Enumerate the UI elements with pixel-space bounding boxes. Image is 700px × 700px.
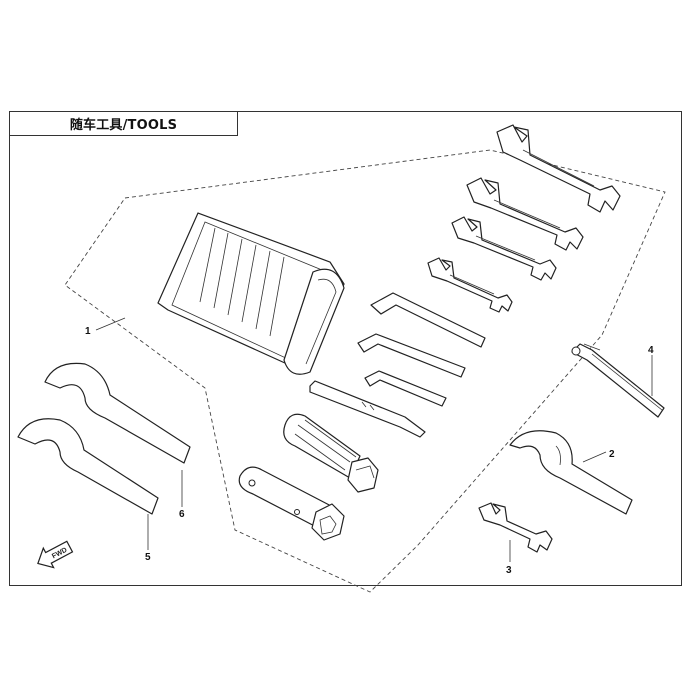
leader-line-1	[95, 317, 126, 331]
open-end-wrench-large	[496, 124, 621, 213]
page-title: 随车工具/TOOLS	[69, 118, 178, 133]
tube-socket-wrench	[238, 466, 345, 541]
hex-key-medium	[357, 333, 466, 378]
small-spanner-loose	[478, 502, 553, 553]
hex-key-small	[364, 370, 447, 407]
callout-1: 1	[85, 326, 91, 337]
callout-5: 5	[145, 552, 151, 563]
forward-arrow-icon: FWD	[37, 540, 74, 569]
diagram-frame	[9, 111, 682, 586]
screwdriver-handle	[283, 413, 379, 493]
open-end-wrench-medium	[466, 177, 584, 251]
title-box: 随车工具/TOOLS	[9, 111, 238, 136]
open-end-wrench-smallest	[427, 257, 513, 313]
kit-group-outline	[64, 149, 666, 593]
open-end-wrench-small	[451, 216, 557, 281]
hook-spanner-right	[509, 430, 633, 515]
callout-2: 2	[609, 449, 615, 460]
tool-roll-bag	[157, 212, 345, 375]
callout-6: 6	[179, 509, 185, 520]
callout-3: 3	[506, 565, 512, 576]
hex-key-large	[370, 292, 486, 348]
hook-spanner-lower-left	[17, 418, 159, 515]
leader-line-2	[582, 451, 607, 463]
hook-spanner-upper-left	[44, 362, 191, 464]
pin-spanner-rod	[571, 343, 665, 418]
callout-4: 4	[648, 345, 654, 356]
screwdriver-blade	[309, 380, 426, 438]
